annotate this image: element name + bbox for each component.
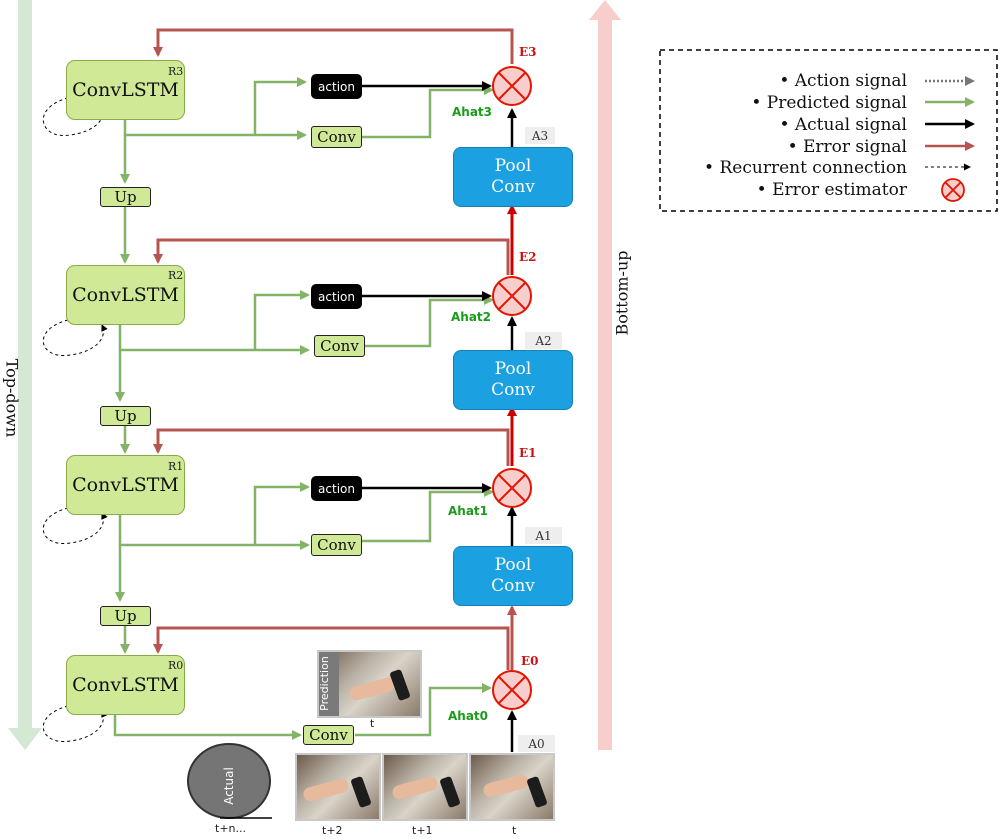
top-down-arrow [8, 0, 42, 750]
a3-label: A3 [525, 127, 555, 144]
layer-1-connections [42, 406, 517, 654]
legend-label: Actual signal [794, 115, 907, 135]
legend-error-estimator: • Error estimator [756, 180, 907, 200]
legend-error-signal: • Error signal [787, 137, 907, 157]
conv-label: Conv [491, 177, 535, 197]
legend-action-signal: • Action signal [779, 71, 907, 91]
input-frame-t [469, 753, 555, 821]
frame-caption-t-plus-2: t+2 [322, 824, 343, 837]
error-estimator-0 [492, 670, 532, 710]
ahat2-label: Ahat2 [451, 310, 492, 324]
r3-label: R3 [168, 65, 184, 78]
r1-label: R1 [168, 460, 184, 473]
r2-label: R2 [168, 269, 184, 282]
legend-recurrent-connection: • Recurrent connection [704, 158, 907, 178]
legend-box [659, 49, 998, 212]
pool-conv-2: Pool Conv [453, 350, 573, 410]
frame-caption-t: t [512, 824, 517, 837]
conv-box-0: Conv [303, 725, 354, 745]
a1-label: A1 [525, 527, 562, 544]
conv-box-3: Conv [311, 126, 362, 148]
actual-node [187, 743, 272, 819]
legend-actual-signal: • Actual signal [779, 115, 907, 135]
error-estimator-2 [492, 276, 532, 316]
layer-3-connections [42, 28, 517, 264]
convlstm-r0: ConvLSTM [66, 655, 185, 715]
bottom-up-label: Bottom-up [612, 250, 632, 336]
e1-label: E1 [519, 446, 537, 460]
e2-label: E2 [519, 250, 537, 264]
up-box-2: Up [100, 406, 151, 426]
convlstm-r2: ConvLSTM [66, 265, 185, 325]
convlstm-r1: ConvLSTM [66, 455, 185, 515]
pool-conv-3: Pool Conv [453, 147, 573, 207]
up-box-1: Up [100, 606, 151, 626]
a0-label: A0 [518, 735, 555, 752]
prediction-image [317, 650, 422, 718]
top-down-label: Top-down [2, 358, 22, 438]
up-box-3: Up [100, 187, 151, 207]
action-box-1: action [311, 476, 362, 501]
pool-label: Pool [494, 156, 532, 176]
convlstm-label: ConvLSTM [72, 79, 179, 101]
e3-label: E3 [519, 45, 537, 59]
a2-label: A2 [525, 332, 562, 349]
ahat3-label: Ahat3 [452, 105, 493, 119]
r0-label: R0 [168, 659, 184, 672]
frame-caption-t-plus-1: t+1 [412, 824, 433, 837]
pool-label: Pool [494, 359, 532, 379]
error-estimator-3 [492, 66, 532, 106]
layer-2-connections [42, 204, 517, 454]
input-frame-t-plus-1 [382, 753, 468, 821]
conv-label: Conv [491, 576, 535, 596]
actual-label: Actual [221, 767, 236, 805]
conv-label: Conv [491, 380, 535, 400]
e0-label: E0 [521, 654, 539, 668]
pool-conv-1: Pool Conv [453, 546, 573, 606]
legend-predicted-signal: • Predicted signal [751, 93, 907, 113]
action-box-2: action [311, 284, 362, 309]
ahat1-label: Ahat1 [448, 504, 489, 518]
bottom-up-arrow [589, 0, 621, 750]
prediction-caption: t [370, 717, 375, 730]
legend-label: Predicted signal [766, 93, 907, 113]
input-frame-t-plus-2 [295, 753, 381, 821]
actual-caption: t+n... [215, 822, 246, 835]
ahat0-label: Ahat0 [448, 709, 489, 723]
convlstm-label: ConvLSTM [72, 474, 179, 496]
prediction-label: Prediction [317, 656, 331, 711]
layer-0-connections [42, 605, 517, 752]
convlstm-label: ConvLSTM [72, 674, 179, 696]
legend-label: Action signal [794, 71, 907, 91]
convlstm-label: ConvLSTM [72, 284, 179, 306]
action-box-3: action [311, 74, 362, 99]
legend-label: Recurrent connection [719, 158, 907, 178]
convlstm-r3: ConvLSTM [66, 60, 185, 120]
conv-box-1: Conv [311, 534, 362, 556]
legend-label: Error signal [803, 137, 907, 157]
pool-label: Pool [494, 555, 532, 575]
legend-label: Error estimator [772, 180, 907, 200]
error-estimator-1 [492, 468, 532, 508]
conv-box-2: Conv [314, 335, 365, 357]
